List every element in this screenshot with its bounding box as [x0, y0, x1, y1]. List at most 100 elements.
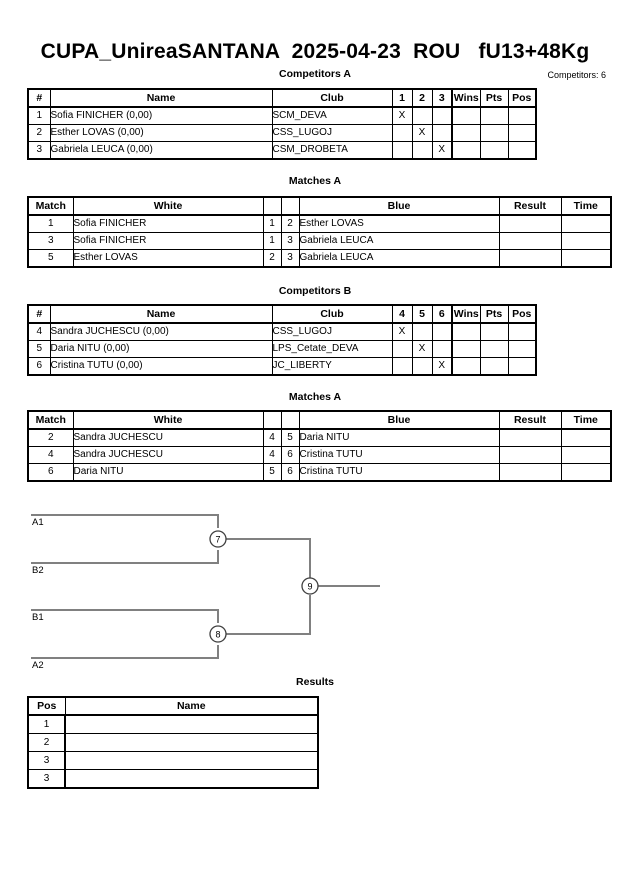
cell-match: 4 [27, 446, 74, 464]
bracket-line-node7-out [226, 538, 311, 578]
cell-pos: 1 [27, 714, 66, 734]
col-header-result: Result [498, 196, 562, 216]
cell-blue-num: 2 [280, 214, 300, 233]
col-header-time: Time [560, 196, 612, 216]
cell-mark-1 [391, 124, 413, 142]
col-header-name: Name [64, 696, 319, 716]
cell-time [560, 232, 612, 250]
bracket-slot-label-b1: B1 [32, 612, 44, 623]
cell-white-num: 1 [262, 232, 282, 250]
col-header-pts: Pts [479, 88, 509, 108]
table-row: 3 [27, 769, 319, 789]
bracket-node-7-circle[interactable] [209, 530, 227, 548]
matches-b-table: Match White Blue Result Time 2 Sandra JU… [27, 410, 612, 482]
matches-a-caption: Matches A [288, 175, 342, 187]
cell-name[interactable] [64, 733, 319, 752]
cell-result [498, 214, 562, 233]
cell-pos [507, 340, 537, 358]
cell-name[interactable] [64, 714, 319, 734]
table-header-row: # Name Club 4 5 6 Wins Pts Pos [27, 304, 537, 324]
cell-club: CSS_LUGOJ [271, 124, 393, 142]
table-row: 1 Sofia FINICHER (0,00) SCM_DEVA X [27, 106, 537, 125]
cell-name: Sandra JUCHESCU (0,00) [49, 322, 273, 341]
col-header-match: Match [27, 410, 74, 430]
cell-mark-2 [411, 106, 433, 125]
cell-pts [479, 124, 509, 142]
cell-blue: Gabriela LEUCA [298, 232, 500, 250]
cell-pts [479, 340, 509, 358]
cell-white-num: 4 [262, 428, 282, 447]
cell-blue: Cristina TUTU [298, 463, 500, 482]
bracket-line-b2 [31, 550, 219, 564]
cell-mark-3: X [431, 141, 453, 160]
cell-white-num: 4 [262, 446, 282, 464]
cell-mark-3 [431, 322, 453, 341]
cell-white: Sandra JUCHESCU [72, 446, 264, 464]
cell-match: 5 [27, 249, 74, 268]
table-header-row: Match White Blue Result Time [27, 196, 612, 216]
table-header-row: # Name Club 1 2 3 Wins Pts Pos [27, 88, 537, 108]
table-row: 1 Sofia FINICHER 1 2 Esther LOVAS [27, 214, 612, 233]
cell-match: 6 [27, 463, 74, 482]
col-header-name: Name [49, 88, 273, 108]
cell-club: CSS_LUGOJ [271, 322, 393, 341]
cell-blue: Cristina TUTU [298, 446, 500, 464]
bracket-node-7-label: 7 [215, 535, 220, 545]
cell-blue: Gabriela LEUCA [298, 249, 500, 268]
cell-name: Cristina TUTU (0,00) [49, 357, 273, 376]
page-title: CUPA_UnireaSANTANA 2025-04-23 ROU fU13+4… [40, 40, 590, 63]
cell-name: Gabriela LEUCA (0,00) [49, 141, 273, 160]
cell-blue-num: 3 [280, 249, 300, 268]
cell-white-num: 2 [262, 249, 282, 268]
cell-time [560, 249, 612, 268]
table-row: 6 Cristina TUTU (0,00) JC_LIBERTY X [27, 357, 537, 376]
col-header-pos: Pos [507, 88, 537, 108]
table-header-row: Pos Name [27, 696, 319, 716]
cell-pts [479, 106, 509, 125]
cell-result [498, 446, 562, 464]
cell-white: Sofia FINICHER [72, 232, 264, 250]
table-row: 4 Sandra JUCHESCU (0,00) CSS_LUGOJ X [27, 322, 537, 341]
col-header-wins: Wins [451, 304, 481, 324]
cell-mark-1: X [391, 322, 413, 341]
col-header-time: Time [560, 410, 612, 430]
col-header-m3: 6 [431, 304, 453, 324]
col-header-blue: Blue [298, 196, 500, 216]
cell-match: 1 [27, 214, 74, 233]
cell-wins [451, 322, 481, 341]
cell-club: LPS_Cetate_DEVA [271, 340, 393, 358]
cell-wins [451, 106, 481, 125]
cell-white: Esther LOVAS [72, 249, 264, 268]
bracket-node-8-circle[interactable] [209, 625, 227, 643]
cell-pos [507, 322, 537, 341]
cell-name: Sofia FINICHER (0,00) [49, 106, 273, 125]
competitors-a-caption: Competitors A [279, 68, 351, 80]
cell-mark-2 [411, 141, 433, 160]
cell-mark-1 [391, 141, 413, 160]
bracket-slot-label-a1: A1 [32, 517, 44, 528]
cell-num: 5 [27, 340, 51, 358]
cell-blue: Esther LOVAS [298, 214, 500, 233]
cell-name: Daria NITU (0,00) [49, 340, 273, 358]
table-row: 1 [27, 714, 319, 734]
cell-blue-num: 6 [280, 463, 300, 482]
elimination-bracket: 7 8 9 A1 B2 B1 A2 [0, 500, 630, 680]
cell-name[interactable] [64, 769, 319, 789]
results-caption: Results [296, 676, 334, 688]
bracket-node-9-circle[interactable] [301, 577, 319, 595]
bracket-line-b1 [31, 609, 219, 623]
cell-mark-1 [391, 357, 413, 376]
cell-blue-num: 5 [280, 428, 300, 447]
cell-pos [507, 124, 537, 142]
bracket-line-a1 [31, 514, 219, 528]
cell-pos: 2 [27, 733, 66, 752]
cell-mark-2 [411, 322, 433, 341]
table-row: 3 [27, 751, 319, 770]
cell-result [498, 463, 562, 482]
col-header-pos: Pos [507, 304, 537, 324]
cell-name[interactable] [64, 751, 319, 770]
cell-blue-num: 3 [280, 232, 300, 250]
cell-mark-1 [391, 340, 413, 358]
cell-white-num: 1 [262, 214, 282, 233]
table-row: 3 Sofia FINICHER 1 3 Gabriela LEUCA [27, 232, 612, 250]
